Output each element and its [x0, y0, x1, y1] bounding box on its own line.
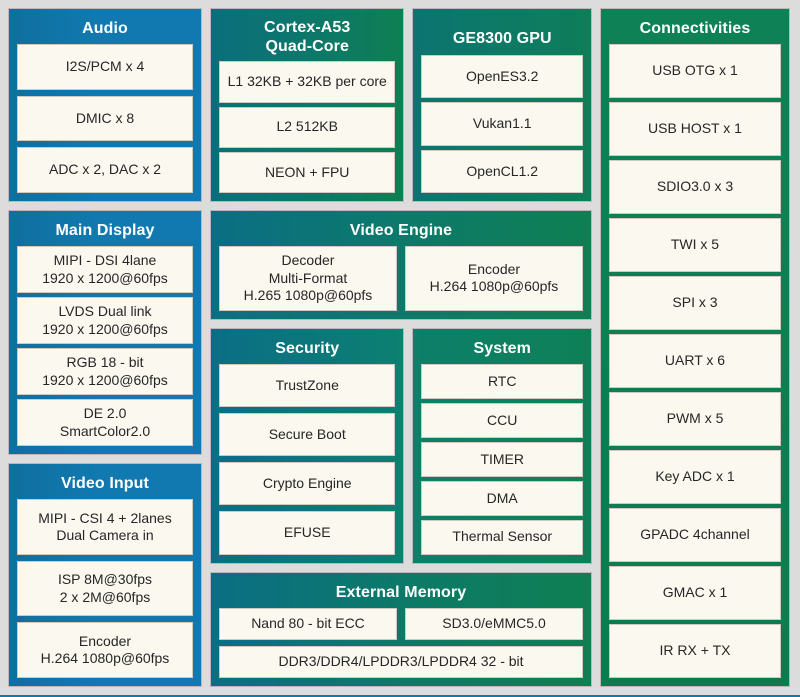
list-item: RTC — [421, 363, 583, 399]
block-security: Security TrustZone Secure Boot Crypto En… — [210, 327, 405, 564]
block-title-external-memory: External Memory — [335, 583, 467, 601]
list-item: DMA — [421, 480, 583, 516]
left-column: Audio I2S/PCM x 4 DMIC x 8 ADC x 2, DAC … — [8, 8, 202, 687]
gpu-items: OpenES3.2 Vukan1.1 OpenCL1.2 — [421, 55, 583, 193]
security-system-row: Security TrustZone Secure Boot Crypto En… — [210, 327, 592, 564]
list-item: OpenES3.2 — [421, 55, 583, 99]
list-item: SPI x 3 — [609, 276, 781, 331]
cpu-gpu-row: Cortex-A53 Quad-Core L1 32KB + 32KB per … — [210, 8, 592, 202]
list-item: L2 512KB — [219, 106, 396, 148]
list-item: SDIO3.0 x 3 — [609, 160, 781, 215]
list-item: USB OTG x 1 — [609, 44, 781, 99]
list-item: UART x 6 — [609, 334, 781, 389]
cortex-items: L1 32KB + 32KB per core L2 512KB NEON + … — [219, 61, 396, 193]
list-item: GMAC x 1 — [609, 566, 781, 621]
block-title-security: Security — [275, 339, 340, 357]
block-title-audio: Audio — [82, 20, 128, 37]
list-item: MIPI - CSI 4 + 2lanes Dual Camera in — [17, 499, 193, 555]
list-item: PWM x 5 — [609, 392, 781, 447]
external-memory-top-row: Nand 80 - bit ECC SD3.0/eMMC5.0 — [219, 607, 583, 640]
main-display-items: MIPI - DSI 4lane 1920 x 1200@60fps LVDS … — [17, 246, 193, 447]
list-item: Thermal Sensor — [421, 519, 583, 555]
list-item: GPADC 4channel — [609, 508, 781, 563]
list-item: CCU — [421, 402, 583, 438]
list-item: DE 2.0 SmartColor2.0 — [17, 399, 193, 447]
block-video-engine: Video Engine Decoder Multi-Format H.265 … — [210, 210, 592, 320]
external-memory-items: Nand 80 - bit ECC SD3.0/eMMC5.0 DDR3/DDR… — [219, 607, 583, 678]
list-item: DDR3/DDR4/LPDDR3/LPDDR4 32 - bit — [219, 645, 583, 678]
block-title-video-engine: Video Engine — [349, 222, 453, 239]
list-item: SD3.0/eMMC5.0 — [405, 607, 583, 640]
block-title-system: System — [473, 339, 531, 357]
block-ge8300-gpu: GE8300 GPU OpenES3.2 Vukan1.1 OpenCL1.2 — [412, 8, 592, 202]
list-item: I2S/PCM x 4 — [17, 44, 193, 90]
video-input-items: MIPI - CSI 4 + 2lanes Dual Camera in ISP… — [17, 499, 193, 679]
connectivities-items: USB OTG x 1 USB HOST x 1 SDIO3.0 x 3 TWI… — [609, 44, 781, 679]
list-item: Nand 80 - bit ECC — [219, 607, 397, 640]
list-item: ADC x 2, DAC x 2 — [17, 147, 193, 194]
list-item: Secure Boot — [219, 413, 396, 457]
list-item: USB HOST x 1 — [609, 102, 781, 157]
block-external-memory: External Memory Nand 80 - bit ECC SD3.0/… — [210, 571, 592, 687]
block-title-ge8300-gpu: GE8300 GPU — [452, 30, 552, 47]
list-item: TrustZone — [219, 363, 396, 408]
audio-items: I2S/PCM x 4 DMIC x 8 ADC x 2, DAC x 2 — [17, 44, 193, 194]
list-item: MIPI - DSI 4lane 1920 x 1200@60fps — [17, 246, 193, 294]
block-video-input: Video Input MIPI - CSI 4 + 2lanes Dual C… — [8, 463, 202, 687]
list-item: L1 32KB + 32KB per core — [219, 61, 396, 103]
block-connectivities: Connectivities USB OTG x 1 USB HOST x 1 … — [600, 8, 790, 687]
video-engine-items: Decoder Multi-Format H.265 1080p@60pfs E… — [219, 246, 583, 311]
list-item: EFUSE — [219, 511, 396, 555]
list-item: Encoder H.264 1080p@60fps — [17, 622, 193, 679]
list-item: Decoder Multi-Format H.265 1080p@60pfs — [219, 246, 397, 311]
block-main-display: Main Display MIPI - DSI 4lane 1920 x 120… — [8, 210, 202, 456]
list-item: RGB 18 - bit 1920 x 1200@60fps — [17, 348, 193, 396]
list-item: Vukan1.1 — [421, 102, 583, 146]
list-item: NEON + FPU — [219, 151, 396, 193]
list-item: Key ADC x 1 — [609, 450, 781, 505]
list-item: DMIC x 8 — [17, 95, 193, 142]
block-system: System RTC CCU TIMER DMA Thermal Sensor — [412, 327, 592, 564]
block-title-main-display: Main Display — [55, 222, 155, 239]
block-audio: Audio I2S/PCM x 4 DMIC x 8 ADC x 2, DAC … — [8, 8, 202, 202]
list-item: TWI x 5 — [609, 218, 781, 273]
security-items: TrustZone Secure Boot Crypto Engine EFUS… — [219, 363, 396, 555]
list-item: Encoder H.264 1080p@60pfs — [405, 246, 583, 311]
list-item: IR RX + TX — [609, 624, 781, 679]
list-item: ISP 8M@30fps 2 x 2M@60fps — [17, 560, 193, 617]
list-item: TIMER — [421, 441, 583, 477]
block-title-video-input: Video Input — [61, 475, 149, 493]
middle-column: Cortex-A53 Quad-Core L1 32KB + 32KB per … — [210, 8, 592, 687]
list-item: LVDS Dual link 1920 x 1200@60fps — [17, 297, 193, 345]
list-item: Crypto Engine — [219, 462, 396, 506]
block-title-cortex-a53: Cortex-A53 Quad-Core — [264, 19, 351, 56]
list-item: OpenCL1.2 — [421, 149, 583, 193]
right-column: Connectivities USB OTG x 1 USB HOST x 1 … — [600, 8, 790, 687]
block-title-connectivities: Connectivities — [639, 20, 751, 37]
block-cortex-a53: Cortex-A53 Quad-Core L1 32KB + 32KB per … — [210, 8, 405, 202]
system-items: RTC CCU TIMER DMA Thermal Sensor — [421, 363, 583, 555]
